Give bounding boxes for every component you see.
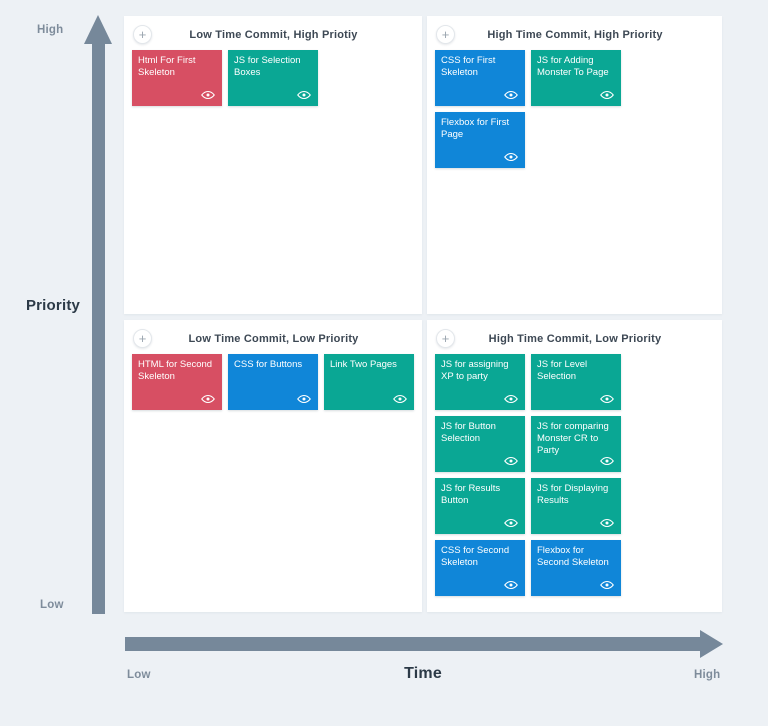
- time-low-label: Low: [127, 669, 151, 681]
- eye-icon[interactable]: [504, 518, 518, 528]
- card-list: JS for assigning XP to party JS for Leve…: [435, 354, 715, 596]
- task-card[interactable]: JS for Adding Monster To Page: [531, 50, 621, 106]
- time-axis-arrow-head: [700, 630, 723, 658]
- eye-icon[interactable]: [600, 518, 614, 528]
- task-card-label: HTML for Second Skeleton: [138, 359, 213, 382]
- task-card-label: JS for Displaying Results: [537, 483, 609, 506]
- quadrant-title: High Time Commit, High Priority: [487, 29, 663, 41]
- eye-icon[interactable]: [504, 580, 518, 590]
- task-card-label: CSS for First Skeleton: [441, 55, 496, 78]
- card-list: Html For First Skeleton JS for Selection…: [132, 50, 415, 106]
- quadrant-high-time-low-priority: + High Time Commit, Low Priority JS for …: [427, 320, 722, 612]
- quadrant-high-time-high-priority: + High Time Commit, High Priority CSS fo…: [427, 16, 722, 314]
- priority-low-label: Low: [40, 599, 64, 611]
- task-card[interactable]: JS for assigning XP to party: [435, 354, 525, 410]
- task-card[interactable]: Flexbox for Second Skeleton: [531, 540, 621, 596]
- quadrant-header: + High Time Commit, Low Priority: [435, 327, 715, 351]
- quadrant-low-time-high-priority: + Low Time Commit, High Priotiy Html For…: [124, 16, 422, 314]
- task-card[interactable]: CSS for Second Skeleton: [435, 540, 525, 596]
- task-card-label: JS for Selection Boxes: [234, 55, 301, 78]
- eye-icon[interactable]: [201, 394, 215, 404]
- quadrant-title: High Time Commit, Low Priority: [488, 333, 662, 345]
- task-card[interactable]: JS for comparing Monster CR to Party: [531, 416, 621, 472]
- task-card[interactable]: JS for Results Button: [435, 478, 525, 534]
- task-card-label: CSS for Second Skeleton: [441, 545, 510, 568]
- eye-icon[interactable]: [504, 394, 518, 404]
- task-card-label: Flexbox for First Page: [441, 117, 510, 140]
- eye-icon[interactable]: [600, 580, 614, 590]
- time-axis-arrow-shaft: [125, 637, 700, 651]
- task-card-label: Flexbox for Second Skeleton: [537, 545, 609, 568]
- eye-icon[interactable]: [393, 394, 407, 404]
- eye-icon[interactable]: [504, 152, 518, 162]
- eye-icon[interactable]: [600, 394, 614, 404]
- add-card-button[interactable]: +: [133, 329, 152, 348]
- task-card[interactable]: JS for Selection Boxes: [228, 50, 318, 106]
- task-card[interactable]: CSS for First Skeleton: [435, 50, 525, 106]
- quadrant-grid: + Low Time Commit, High Priotiy Html For…: [124, 16, 722, 612]
- task-card-label: Link Two Pages: [330, 359, 397, 370]
- eye-icon[interactable]: [504, 90, 518, 100]
- eye-icon[interactable]: [600, 90, 614, 100]
- task-card-label: JS for Level Selection: [537, 359, 588, 382]
- quadrant-low-time-low-priority: + Low Time Commit, Low Priority HTML for…: [124, 320, 422, 612]
- priority-axis-title: Priority: [25, 297, 81, 314]
- quadrant-header: + Low Time Commit, Low Priority: [132, 327, 415, 351]
- task-card-label: JS for comparing Monster CR to Party: [537, 421, 609, 456]
- task-card[interactable]: JS for Button Selection: [435, 416, 525, 472]
- eye-icon[interactable]: [504, 456, 518, 466]
- time-high-label: High: [694, 669, 721, 681]
- priority-axis-arrow-head: [84, 15, 112, 44]
- task-card-label: JS for Adding Monster To Page: [537, 55, 609, 78]
- add-card-button[interactable]: +: [436, 25, 455, 44]
- quadrant-title: Low Time Commit, High Priotiy: [189, 29, 358, 41]
- task-card[interactable]: Link Two Pages: [324, 354, 414, 410]
- card-list: HTML for Second Skeleton CSS for Buttons…: [132, 354, 415, 410]
- task-card[interactable]: JS for Displaying Results: [531, 478, 621, 534]
- task-card-label: JS for assigning XP to party: [441, 359, 509, 382]
- priority-axis-arrow-shaft: [92, 42, 105, 614]
- eye-icon[interactable]: [201, 90, 215, 100]
- task-card-label: JS for Button Selection: [441, 421, 496, 444]
- time-axis-title: Time: [404, 665, 442, 682]
- eye-icon[interactable]: [297, 90, 311, 100]
- card-list: CSS for First Skeleton JS for Adding Mon…: [435, 50, 715, 168]
- task-card-label: JS for Results Button: [441, 483, 501, 506]
- add-card-button[interactable]: +: [436, 329, 455, 348]
- task-card[interactable]: Flexbox for First Page: [435, 112, 525, 168]
- task-card[interactable]: HTML for Second Skeleton: [132, 354, 222, 410]
- add-card-button[interactable]: +: [133, 25, 152, 44]
- task-card-label: Html For First Skeleton: [138, 55, 196, 78]
- priority-high-label: High: [37, 24, 64, 36]
- quadrant-header: + Low Time Commit, High Priotiy: [132, 23, 415, 47]
- quadrant-title: Low Time Commit, Low Priority: [188, 333, 359, 345]
- task-card[interactable]: CSS for Buttons: [228, 354, 318, 410]
- task-card[interactable]: JS for Level Selection: [531, 354, 621, 410]
- eye-icon[interactable]: [600, 456, 614, 466]
- eye-icon[interactable]: [297, 394, 311, 404]
- quadrant-header: + High Time Commit, High Priority: [435, 23, 715, 47]
- task-card[interactable]: Html For First Skeleton: [132, 50, 222, 106]
- task-card-label: CSS for Buttons: [234, 359, 303, 370]
